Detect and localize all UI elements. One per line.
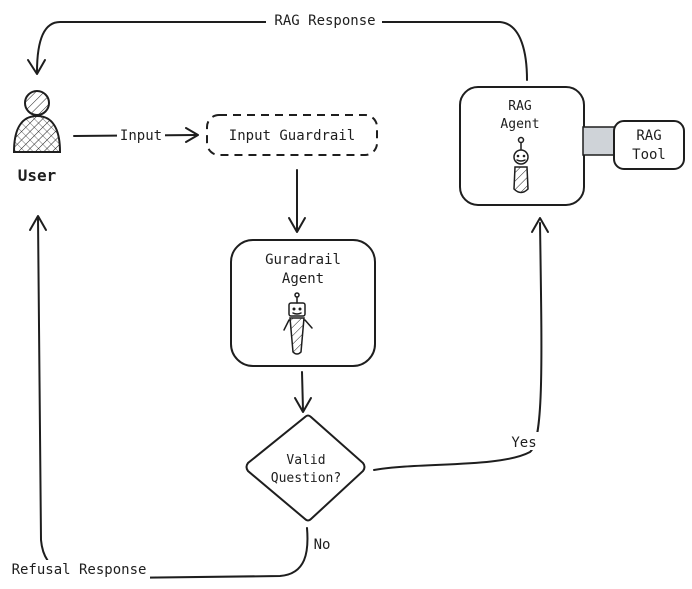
tool-connector: [582, 126, 616, 156]
rag-agent-label-line2: Agent: [500, 117, 539, 132]
input-guardrail-label: Input Guardrail: [229, 128, 355, 144]
robot-icon: [513, 136, 529, 194]
guardrail-agent-node: Guradrail Agent: [230, 239, 376, 367]
edge-no-refusal: No Refusal Response: [8, 215, 331, 580]
user-node: User: [12, 90, 62, 185]
edge-agent-to-decision: [294, 371, 312, 413]
valid-question-node: Valid Question?: [245, 414, 366, 522]
guardrail-agent-label-line1: Guradrail: [265, 252, 341, 268]
rag-agent-node: RAG Agent: [459, 86, 585, 206]
no-label: No: [314, 537, 331, 553]
valid-question-label-line1: Valid: [286, 453, 325, 468]
rag-agent-label-line1: RAG: [508, 99, 532, 114]
edge-rag-response: RAG Response: [27, 10, 528, 81]
refusal-response-label: Refusal Response: [12, 562, 147, 578]
valid-question-label-line2: Question?: [271, 471, 341, 486]
user-icon: [12, 90, 62, 153]
rag-tool-label-line2: Tool: [632, 147, 666, 163]
input-label: Input: [120, 128, 162, 144]
input-guardrail-node: Input Guardrail: [206, 114, 378, 156]
rag-tool-label-line1: RAG: [636, 128, 661, 144]
edge-guardrail-to-agent: [288, 169, 306, 233]
edge-yes: Yes: [373, 217, 549, 471]
yes-label: Yes: [511, 435, 536, 451]
guardrail-agent-label-line2: Agent: [282, 271, 324, 287]
rag-response-label: RAG Response: [274, 13, 375, 29]
edge-input: Input: [73, 125, 199, 145]
robot-icon: [283, 292, 313, 355]
rag-tool-node: RAG Tool: [582, 120, 685, 170]
user-label: User: [18, 166, 57, 185]
